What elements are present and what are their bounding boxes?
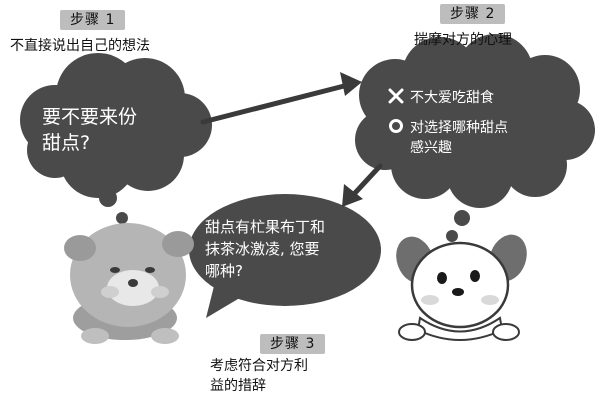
thought-cloud-step1	[20, 53, 212, 198]
speech-bubble-step3	[189, 194, 381, 318]
step3-bubble-line1: 甜点有杧果布丁和	[205, 218, 326, 236]
step2-thought-content: 不大爱吃甜食 对选择哪种甜点 感兴趣	[388, 88, 568, 158]
step1-badge: 步骤 1	[60, 10, 126, 30]
step3-bubble-line3: 哪种?	[205, 262, 243, 280]
thought-dots-step2	[446, 210, 470, 242]
step2-badge: 步骤 2	[440, 4, 506, 24]
step1-bubble-line2: 甜点?	[42, 132, 91, 154]
dog-left-illustration	[64, 223, 194, 344]
circle-icon	[389, 119, 403, 133]
step2-item2-label-line1: 对选择哪种甜点	[410, 120, 508, 136]
step3-badge: 步骤 3	[260, 334, 326, 354]
step1-bubble-line1: 要不要来份	[42, 106, 138, 128]
cross-icon	[388, 88, 404, 104]
step3-caption-line2: 益的措辞	[210, 378, 266, 394]
dog-right-illustration	[396, 234, 527, 341]
step1-bubble-text: 要不要来份 甜点?	[42, 104, 182, 156]
thought-dots-step1	[99, 189, 128, 224]
step3-bubble-text: 甜点有杧果布丁和 抹茶冰激凌, 您要 哪种?	[205, 216, 375, 282]
arrow-step1-to-step2	[200, 72, 362, 125]
step3-bubble-line2: 抹茶冰激凌, 您要	[205, 240, 320, 258]
step2-item1-label: 不大爱吃甜食	[410, 90, 494, 106]
step3-caption: 考虑符合对方利 益的措辞	[210, 356, 308, 396]
step1-caption: 不直接说出自己的想法	[10, 38, 150, 54]
step2-item2-label-line2: 感兴趣	[410, 140, 452, 156]
step3-caption-line1: 考虑符合对方利	[210, 358, 308, 374]
step2-item1: 不大爱吃甜食	[388, 88, 568, 108]
step2-item2: 对选择哪种甜点 感兴趣	[388, 118, 568, 158]
step2-caption: 揣摩对方的心理	[414, 32, 512, 48]
arrow-step2-to-step3	[342, 163, 383, 207]
